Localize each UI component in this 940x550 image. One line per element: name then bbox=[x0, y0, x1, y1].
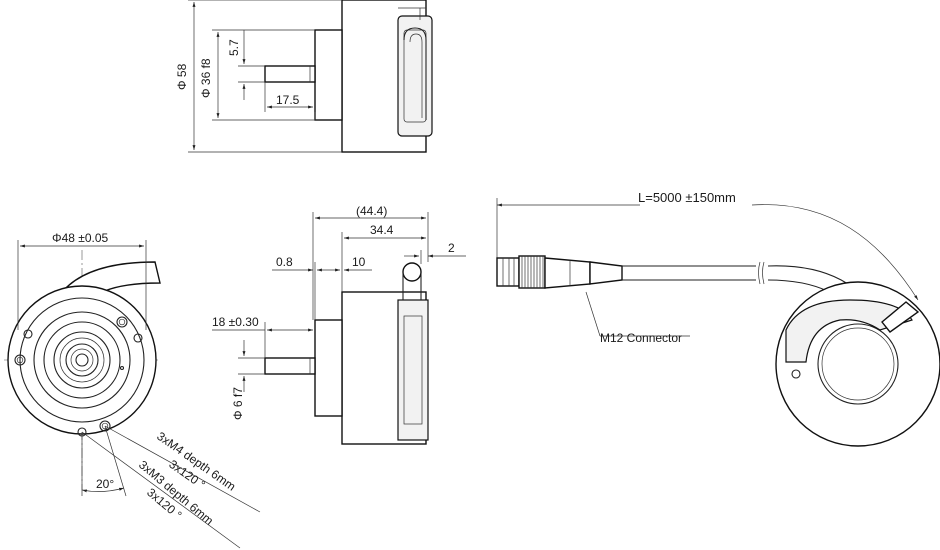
label-cable-length: L=5000 ±150mm bbox=[638, 190, 736, 205]
top-shaft bbox=[264, 65, 316, 83]
label-dim-17-5: 17.5 bbox=[276, 93, 300, 107]
m12-connector-knurl bbox=[518, 255, 546, 289]
front-flange-outer bbox=[7, 285, 157, 435]
m4-hole bbox=[116, 316, 128, 328]
m3-hole bbox=[23, 329, 33, 339]
side-view: (44.4) 34.4 2 0.8 10 18 ±0.30 Φ 6 f7 bbox=[212, 204, 466, 445]
label-dim-34-4: 34.4 bbox=[370, 223, 394, 237]
label-dim-0-8: 0.8 bbox=[276, 255, 293, 269]
top-view: Φ 58 Φ 36 f8 5.7 17.5 bbox=[175, 0, 433, 153]
label-m12-connector: M12 Connector bbox=[600, 331, 682, 345]
side-cable-gland bbox=[397, 299, 429, 441]
label-dia-48: Φ48 ±0.05 bbox=[52, 231, 109, 245]
m4-hole bbox=[14, 354, 26, 366]
label-dim-18: 18 ±0.30 bbox=[212, 315, 259, 329]
label-dim-5-7: 5.7 bbox=[227, 39, 241, 56]
label-dim-44-4: (44.4) bbox=[356, 204, 387, 218]
m12-connector-strain-relief bbox=[589, 261, 623, 285]
cable-view: L=5000 ±150mm M12 Connector bbox=[496, 190, 940, 447]
label-angle-20: 20° bbox=[96, 477, 114, 491]
side-spigot bbox=[314, 319, 343, 417]
cable-view-bore bbox=[817, 323, 899, 405]
label-dia-6f7: Φ 6 f7 bbox=[231, 387, 245, 420]
label-dim-10: 10 bbox=[352, 255, 366, 269]
side-cable-end bbox=[402, 262, 422, 282]
label-dia-58: Φ 58 bbox=[175, 63, 189, 90]
top-spigot bbox=[314, 29, 343, 121]
m3-hole bbox=[133, 333, 143, 343]
label-dia-36f8: Φ 36 f8 bbox=[199, 58, 213, 98]
m4-hole bbox=[99, 420, 111, 432]
m12-connector-nut bbox=[496, 257, 520, 287]
label-dim-2: 2 bbox=[448, 241, 455, 255]
top-cable-gland bbox=[397, 15, 433, 137]
side-shaft bbox=[264, 357, 316, 375]
m12-connector-body bbox=[544, 257, 591, 289]
front-view: Φ48 ±0.05 20° 3xM4 depth 6mm 3x120 ° 3xM… bbox=[4, 231, 261, 549]
